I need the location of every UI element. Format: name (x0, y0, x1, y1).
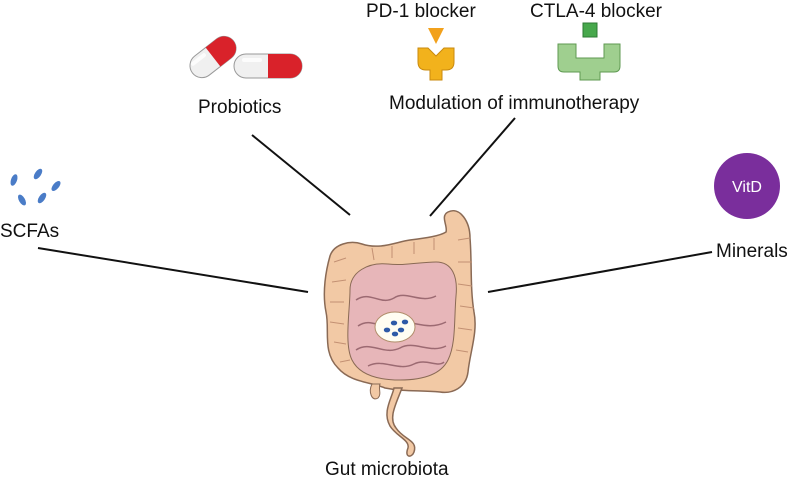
scfa-molecules-icon (10, 168, 61, 206)
connector-minerals (487, 251, 713, 293)
probiotics-label: Probiotics (198, 97, 282, 118)
modulation-label: Modulation of immunotherapy (389, 93, 640, 114)
intestine-icon (323, 209, 476, 457)
vitd-label: VitD (732, 179, 762, 196)
pd1-blocker-icon (417, 28, 455, 81)
connector-scfas (37, 247, 309, 293)
bacteria-icon (374, 311, 416, 343)
scfas-label: SCFAs (0, 221, 60, 242)
vitd-circle-icon (714, 153, 780, 219)
ctla4-blocker-icon (557, 22, 621, 81)
pill-icon (189, 35, 303, 79)
ctla4-blocker-label: CTLA-4 blocker (530, 1, 662, 22)
minerals-label: Minerals (716, 241, 788, 262)
gut-microbiota-label: Gut microbiota (325, 459, 449, 480)
connector-probiotics (251, 134, 351, 216)
pd1-blocker-label: PD-1 blocker (366, 1, 476, 22)
connector-modulation (429, 117, 516, 217)
